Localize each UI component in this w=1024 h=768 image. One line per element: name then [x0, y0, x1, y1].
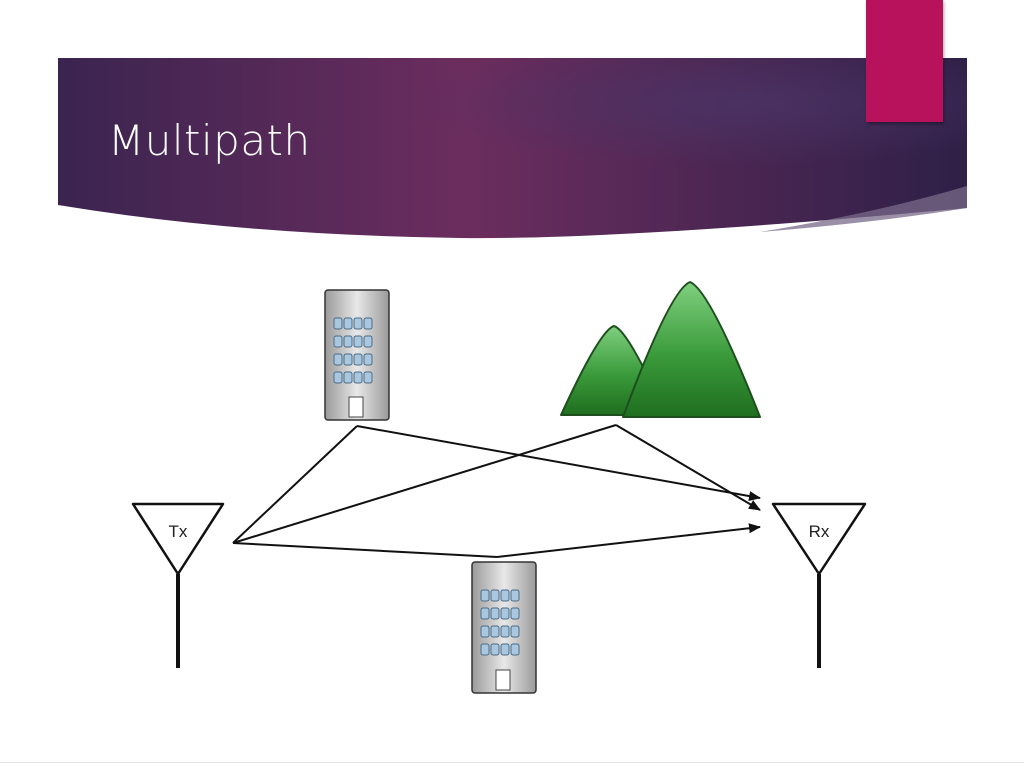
- slide-title: Multipath: [108, 116, 311, 165]
- propagation-paths: [232, 424, 761, 558]
- path-top-building-to-rx: [356, 425, 761, 501]
- transmitter-antenna-icon: Tx: [131, 502, 225, 668]
- footer-divider: [0, 762, 1024, 763]
- path-bottom-building-to-rx: [496, 523, 761, 558]
- receiver-label: Rx: [809, 522, 830, 541]
- path-to-mountain: [232, 424, 617, 544]
- title-banner: [58, 58, 967, 239]
- building-icon: [324, 289, 390, 421]
- building-icon: [471, 561, 537, 694]
- transmitter-label: Tx: [169, 522, 188, 541]
- accent-tab: [866, 0, 943, 122]
- path-to-top-building: [232, 425, 358, 544]
- path-to-bottom-building: [232, 542, 498, 558]
- receiver-antenna-icon: Rx: [771, 502, 867, 668]
- mountain-icon: [560, 281, 761, 418]
- path-mountain-to-rx: [615, 424, 761, 511]
